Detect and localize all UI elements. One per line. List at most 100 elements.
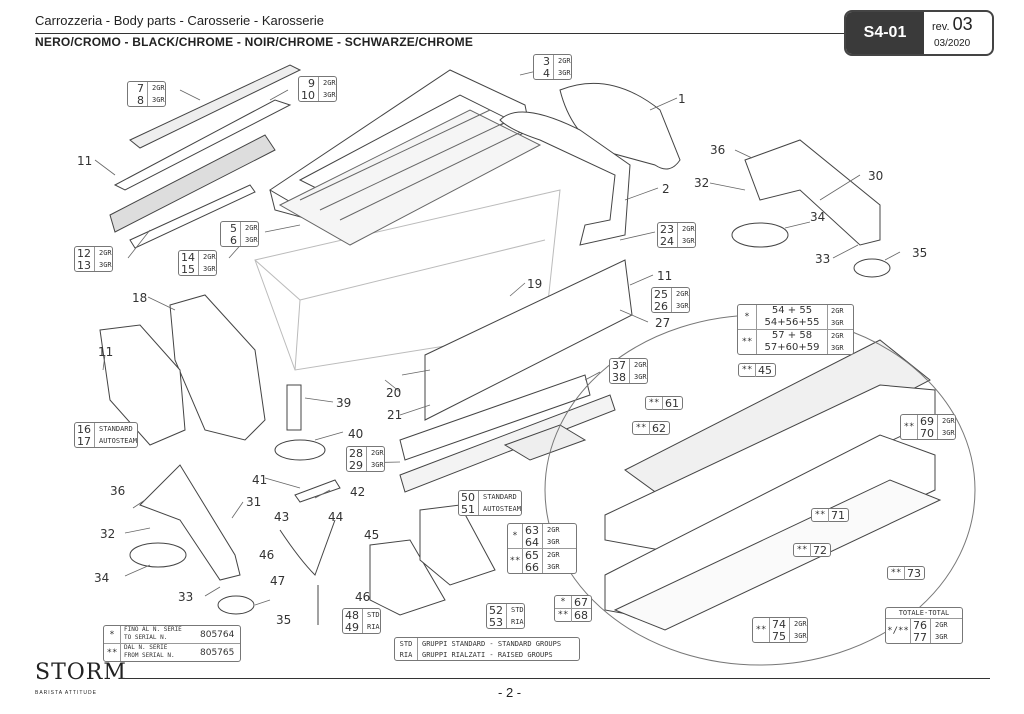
foot-pad-35-right	[853, 258, 891, 278]
callout-33: 33	[815, 252, 831, 266]
callout-19: 19	[527, 277, 543, 291]
trim-bar-9	[113, 99, 292, 191]
callout-1: 1	[678, 92, 686, 106]
callout-32: 32	[694, 176, 710, 190]
cup-tray	[278, 109, 542, 246]
revision-date: 03/2020	[934, 38, 971, 49]
label-box-67-68: *67 **68	[554, 595, 592, 622]
drip-tray-bottom	[613, 479, 942, 631]
callout-31: 31	[246, 495, 262, 509]
plate-40	[274, 439, 326, 461]
leader-lines	[94, 64, 901, 606]
callout-44: 44	[328, 510, 344, 524]
drip-tray-pan	[604, 434, 936, 621]
brand-logo: STORM	[35, 660, 127, 685]
callout-47: 47	[270, 574, 286, 588]
foot-assembly-left	[139, 464, 241, 581]
front-trim-lower	[399, 394, 616, 493]
callout-43: 43	[274, 510, 290, 524]
serial-from: 805765	[200, 647, 235, 658]
trim-bar-14	[129, 184, 256, 249]
group-block-48	[369, 539, 446, 616]
foot-assembly-right	[744, 139, 881, 246]
trim-bar-7	[129, 64, 302, 149]
revision-number: 03	[952, 14, 973, 34]
brand-tagline: BARISTA ATTITUDE	[35, 690, 97, 696]
trim-bar-12	[109, 134, 276, 233]
callout-30: 30	[868, 169, 884, 183]
callout-35: 35	[912, 246, 928, 260]
footer-divider	[120, 678, 990, 679]
callout-40: 40	[348, 427, 364, 441]
callout-27: 27	[655, 316, 671, 330]
callout-11: 11	[657, 269, 673, 283]
callout-36: 36	[110, 484, 126, 498]
callout-34: 34	[810, 210, 826, 224]
page-number: - 2 -	[498, 685, 522, 700]
callout-42: 42	[350, 485, 366, 499]
callout-18: 18	[132, 291, 148, 305]
callout-36: 36	[710, 143, 726, 157]
callout-35: 35	[276, 613, 292, 627]
side-panel-left-inner	[99, 324, 186, 446]
callout-32: 32	[100, 527, 116, 541]
callout-46: 46	[355, 590, 371, 604]
grille-50	[503, 424, 587, 461]
hose-46	[279, 519, 336, 576]
callout-34: 34	[94, 571, 110, 585]
label-box-62: **62	[632, 421, 670, 435]
callout-46: 46	[259, 548, 275, 562]
label-box-61: **61	[645, 396, 683, 410]
spring-39	[286, 384, 302, 431]
document-code: S4-01	[846, 12, 924, 54]
callout-21: 21	[387, 408, 403, 422]
callout-41: 41	[252, 473, 268, 487]
header-title: Carrozzeria - Body parts - Carosserie - …	[35, 13, 324, 28]
callout-11: 11	[98, 345, 114, 359]
header-subtitle: NERO/CROMO - BLACK/CHROME - NOIR/CHROME …	[35, 35, 474, 49]
callout-39: 39	[336, 396, 352, 410]
revision-label: rev.	[932, 21, 950, 33]
front-trim	[399, 374, 591, 461]
document-badge: S4-01 rev. 03 03/2020	[844, 10, 994, 56]
revision: rev. 03	[932, 14, 973, 35]
foot-pad-34-right	[731, 222, 789, 248]
header-divider	[35, 33, 850, 34]
callout-33: 33	[178, 590, 194, 604]
callout-2: 2	[662, 182, 670, 196]
foot-pad-34-left	[129, 542, 187, 568]
totale-label: TOTALE-TOTAL	[886, 608, 962, 619]
foot-pad-35-left	[217, 595, 255, 615]
callout-45: 45	[364, 528, 380, 542]
serial-to: 805764	[200, 629, 235, 640]
frame-arm	[499, 111, 631, 246]
label-box-72: **72	[793, 543, 831, 557]
group-block-52	[419, 504, 496, 586]
callout-20: 20	[386, 386, 402, 400]
label-box-45: **45	[738, 363, 776, 377]
label-box-71: **71	[811, 508, 849, 522]
bracket-41	[294, 479, 341, 503]
